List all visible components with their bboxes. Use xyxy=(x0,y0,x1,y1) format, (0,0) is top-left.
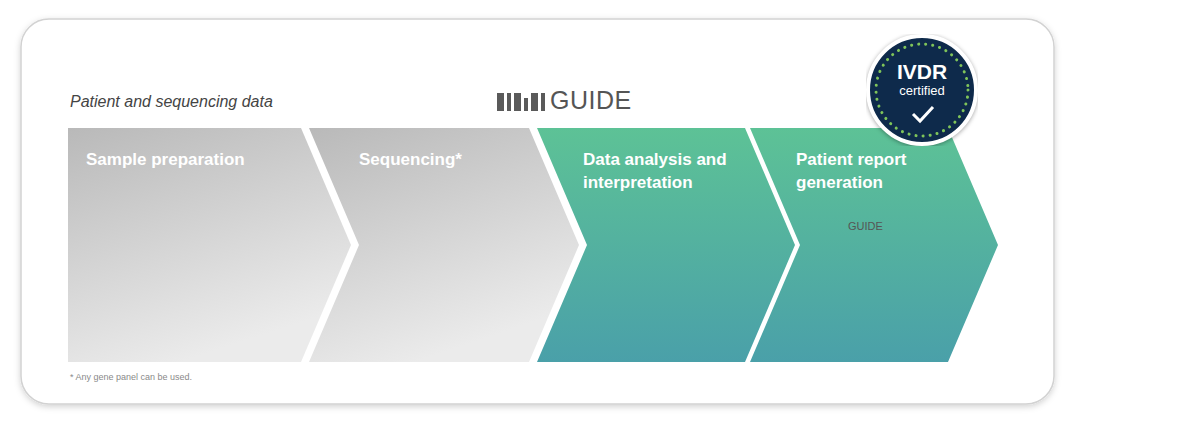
step-title: Data analysis and interpretation xyxy=(583,148,751,194)
certification-badge: IVDRcertified xyxy=(866,34,978,146)
chevron-outline xyxy=(750,128,998,362)
panel xyxy=(21,19,1054,404)
process-chevron: Data analysis and interpretation xyxy=(537,128,795,362)
badge-title: IVDR xyxy=(897,60,947,83)
step-title: Sample preparation xyxy=(86,148,307,171)
chevron-outline xyxy=(309,128,579,362)
check-mark xyxy=(913,107,933,121)
step-title: Sequencing* xyxy=(359,148,535,171)
logo-mark xyxy=(497,93,545,111)
step-title: Patient report generation xyxy=(796,148,954,194)
chevron-outline xyxy=(537,128,795,362)
process-chevron: Patient report generation xyxy=(750,128,998,362)
badge-subtitle: certified xyxy=(899,83,945,99)
process-chevron: Sample preparation xyxy=(68,128,351,362)
chevron-outline xyxy=(68,128,351,362)
logo-title: GUIDE xyxy=(550,86,632,115)
footnote: * Any gene panel can be used. xyxy=(70,372,192,382)
process-chevron: Sequencing* xyxy=(309,128,579,362)
report-logo-text: GUIDE xyxy=(848,220,883,232)
section-caption: Patient and sequencing data xyxy=(70,93,273,111)
